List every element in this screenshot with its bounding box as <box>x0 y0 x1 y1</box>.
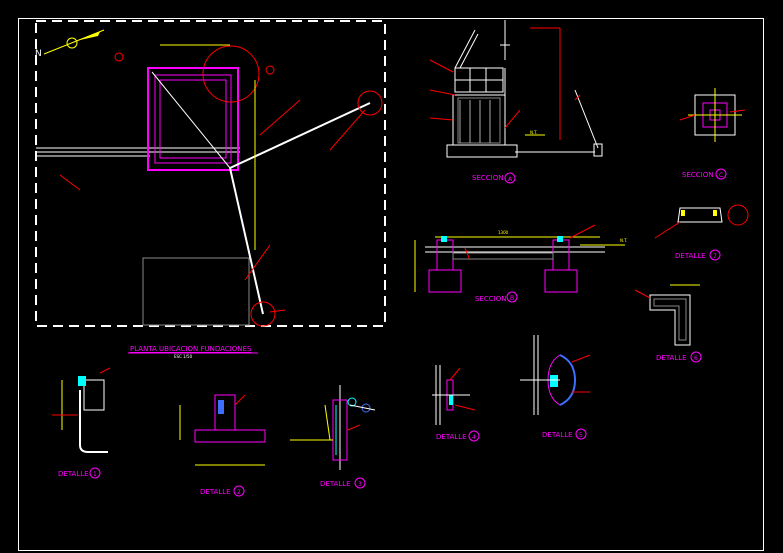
detail-7: DETALLE 7 <box>654 204 749 261</box>
detail-4-title: DETALLE <box>436 433 467 441</box>
detail-1-marker: 1 <box>93 471 97 478</box>
section-b-title: SECCION <box>475 295 506 303</box>
detail-5: DETALLE 5 <box>520 335 591 440</box>
main-plan: N PLANTA UBICACION FUNDACIONES <box>35 20 386 359</box>
section-b-level: N.T. <box>620 238 628 243</box>
detail-3: DETALLE 3 <box>290 385 376 489</box>
section-a-level: N.T. <box>530 130 538 135</box>
section-c: SECCION C <box>679 88 746 180</box>
section-a-title: SECCION <box>472 174 503 182</box>
detail-3-title: DETALLE <box>320 480 351 488</box>
detail-3-marker: 3 <box>358 481 362 488</box>
detail-5-title: DETALLE <box>542 431 573 439</box>
detail-4: DETALLE 4 <box>432 365 480 442</box>
detail-6-marker: 6 <box>694 355 698 362</box>
detail-2-title: DETALLE <box>200 488 231 496</box>
detail-2: DETALLE 2 <box>179 394 266 497</box>
sheet-border <box>18 18 764 551</box>
section-b-marker: B <box>510 295 514 302</box>
north-arrow-icon: N <box>35 29 105 59</box>
section-c-title: SECCION <box>682 171 713 179</box>
detail-7-marker: 7 <box>713 253 717 260</box>
north-label: N <box>35 49 42 59</box>
detail-2-marker: 2 <box>237 489 241 496</box>
detail-1: DETALLE 1 <box>52 367 111 479</box>
detail-6-title: DETALLE <box>656 354 687 362</box>
detail-4-marker: 4 <box>472 434 476 441</box>
section-b: 1300 N.T. SECCION B <box>414 224 628 303</box>
section-c-marker: C <box>719 172 723 179</box>
detail-5-marker: 5 <box>579 432 583 439</box>
section-b-dim-top: 1300 <box>498 230 509 235</box>
main-plan-title: PLANTA UBICACION FUNDACIONES <box>130 345 252 353</box>
detail-7-title: DETALLE <box>675 252 706 260</box>
detail-1-title: DETALLE <box>58 470 89 478</box>
section-a: N.T. SECCION A <box>429 20 603 184</box>
main-plan-scale: ESC 1/50 <box>174 354 193 359</box>
section-a-marker: A <box>508 176 513 183</box>
detail-6: DETALLE 6 <box>634 284 702 363</box>
